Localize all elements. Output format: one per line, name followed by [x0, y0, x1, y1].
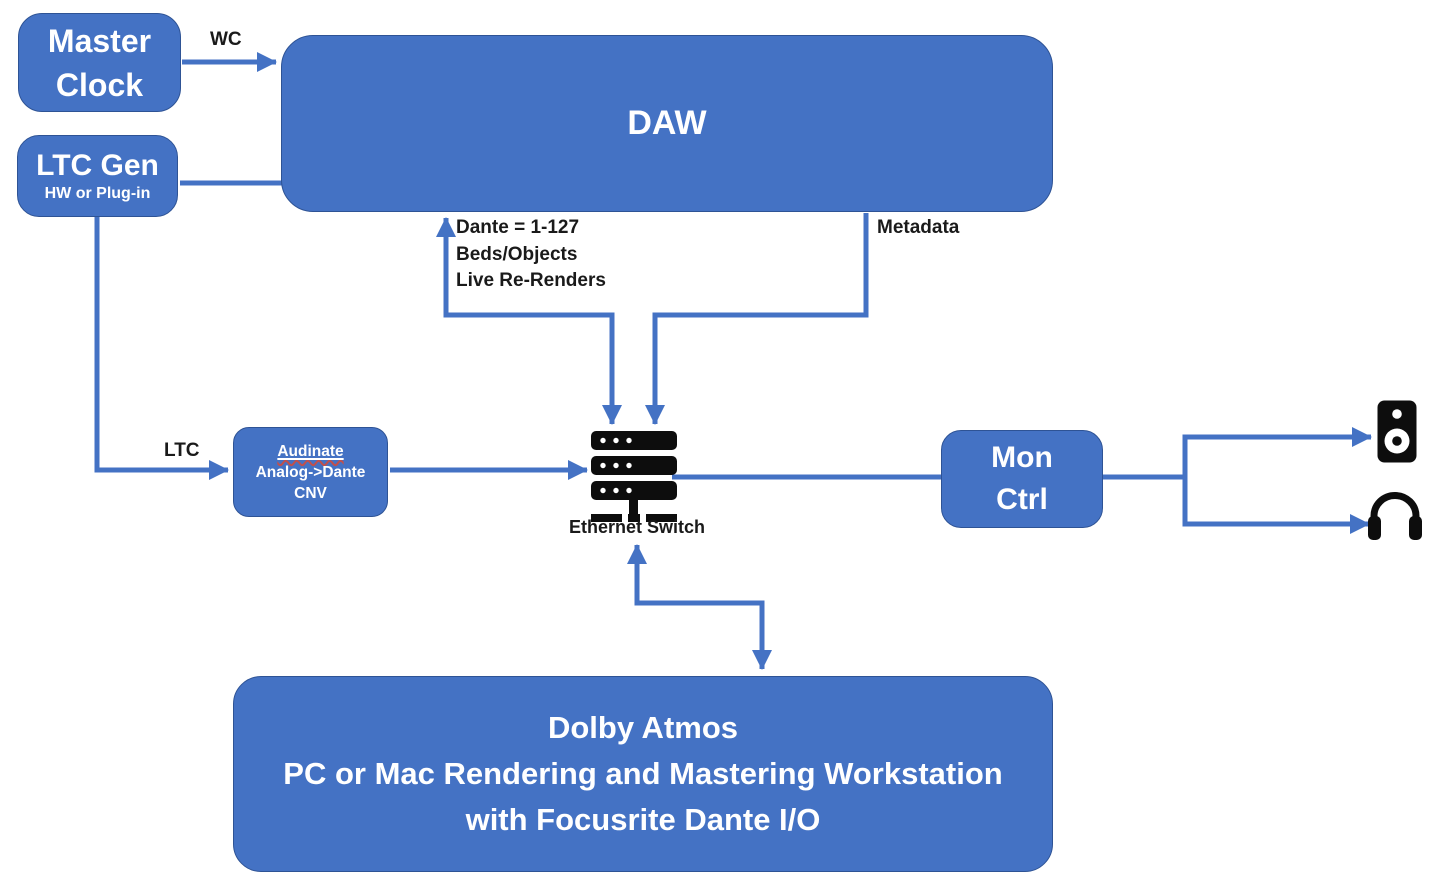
connector-daw-switch-dante — [436, 216, 622, 426]
connector-monctrl-speaker — [1102, 427, 1373, 480]
connector-monctrl-headphones — [1182, 474, 1371, 534]
node-ltc-gen: LTC Gen HW or Plug-in — [17, 135, 178, 217]
edge-label-dante-block: Dante = 1-127 Beds/Objects Live Re-Rende… — [456, 215, 606, 295]
ltc-gen-title: LTC Gen — [36, 148, 159, 182]
dolby-line3: with Focusrite Dante I/O — [465, 802, 821, 837]
master-clock-line2: Clock — [55, 66, 144, 103]
node-master-clock: Master Clock — [18, 13, 181, 112]
edge-label-metadata: Metadata — [877, 217, 960, 238]
connector-switch-dolby — [627, 543, 772, 671]
node-mon-ctrl: Mon Ctrl — [941, 430, 1103, 528]
audinate-line1: Audinate — [277, 442, 344, 460]
connector-ltcgen-audinate — [94, 217, 230, 480]
edge-label-dante-line1: Dante = 1-127 — [456, 217, 580, 238]
ethernet-switch-label: Ethernet Switch — [568, 517, 706, 537]
node-audinate-cnv: Audinate Analog->Dante CNV — [233, 427, 388, 517]
daw-label: DAW — [627, 104, 707, 142]
edge-label-ltc: LTC — [164, 440, 200, 461]
dolby-line1: Dolby Atmos — [547, 710, 739, 745]
dolby-line2: PC or Mac Rendering and Mastering Workst… — [283, 756, 1003, 791]
audinate-line3: CNV — [294, 484, 327, 502]
node-dolby-workstation: Dolby Atmos PC or Mac Rendering and Mast… — [233, 676, 1053, 872]
edge-label-dante-line2: Beds/Objects — [456, 243, 578, 265]
connector-daw-switch-metadata — [645, 213, 869, 426]
speaker-icon — [1377, 400, 1417, 463]
ethernet-switch-icon — [591, 431, 677, 522]
audinate-line2: Analog->Dante — [255, 463, 366, 481]
mon-ctrl-line1: Mon — [991, 441, 1053, 474]
node-daw: DAW — [281, 35, 1053, 212]
ltc-gen-subtitle: HW or Plug-in — [44, 184, 151, 202]
mon-ctrl-line2: Ctrl — [996, 483, 1048, 516]
edge-label-dante-line3: Live Re-Renders — [456, 270, 606, 291]
master-clock-line1: Master — [47, 22, 152, 59]
headphones-icon — [1368, 491, 1422, 540]
edge-label-wc: WC — [210, 29, 242, 50]
